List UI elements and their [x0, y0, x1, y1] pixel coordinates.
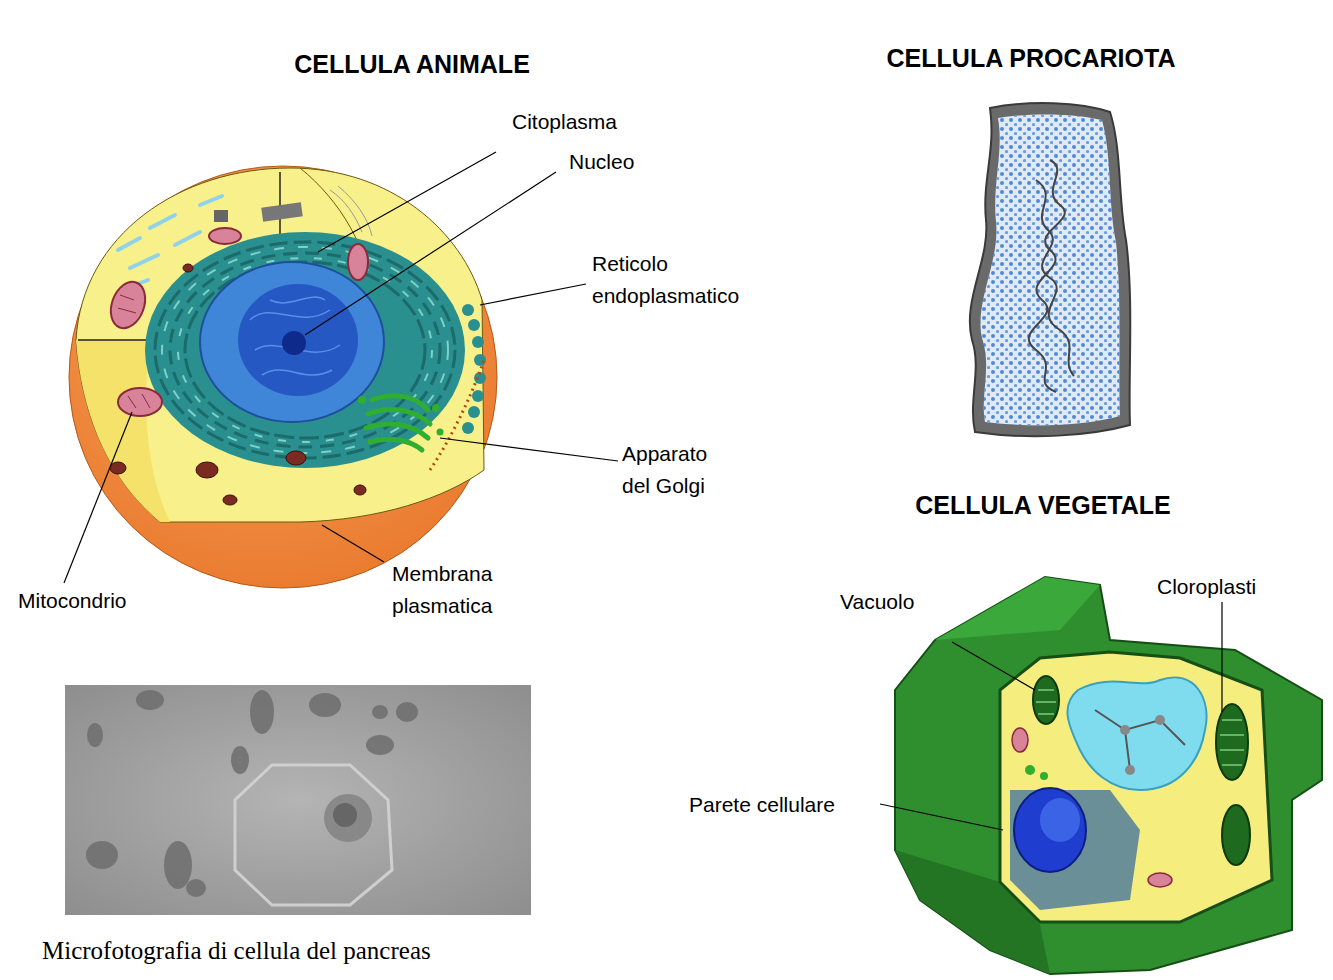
leader-lines — [64, 152, 1222, 830]
micrograph — [65, 685, 531, 915]
plant-cell — [895, 577, 1322, 974]
part-label: Vacuolo — [840, 586, 914, 618]
cell-heading: CELLULA ANIMALE — [294, 46, 530, 84]
cell-heading: CELLULA VEGETALE — [915, 487, 1171, 525]
part-label: Parete cellulare — [689, 789, 835, 821]
prokaryotic-cell — [970, 103, 1130, 436]
part-label: Cloroplasti — [1157, 571, 1256, 603]
part-label: Nucleo — [569, 146, 634, 178]
animal-cell — [69, 166, 497, 588]
part-label: Membrana plasmatica — [392, 558, 512, 621]
caption-text: Microfotografia di cellula del pancreas — [42, 932, 431, 970]
cell-heading: CELLULA PROCARIOTA — [887, 40, 1176, 78]
part-label: Reticolo endoplasmatico — [592, 248, 762, 311]
part-label: Mitocondrio — [18, 585, 127, 617]
part-label: Apparato del Golgi — [622, 438, 732, 501]
part-label: Citoplasma — [512, 106, 617, 138]
